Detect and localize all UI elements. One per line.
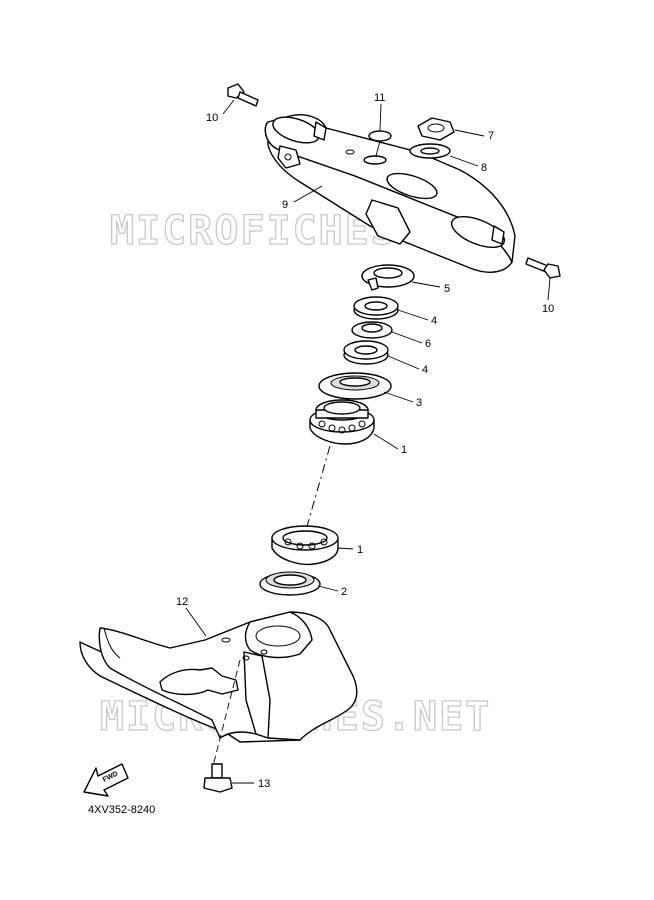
part-10-bolt-lower[interactable] (525, 257, 561, 279)
part-4-ring-nut-upper[interactable] (353, 296, 399, 320)
callout-4-upper: 4 (431, 315, 437, 327)
fwd-arrow-icon: FWD (83, 763, 129, 797)
part-9-upper-bracket[interactable] (264, 112, 516, 273)
part-5-lock-washer[interactable] (361, 264, 415, 291)
part-7-nut[interactable] (417, 117, 455, 141)
callout-10-lower: 10 (542, 303, 554, 315)
callout-6: 6 (425, 338, 431, 350)
callout-5: 5 (444, 283, 450, 295)
part-1-bearing-lower[interactable] (271, 525, 339, 566)
diagram-code: 4XV352-8240 (88, 804, 155, 816)
part-11-washer[interactable] (363, 130, 392, 165)
part-8-washer[interactable] (409, 143, 451, 159)
callout-12: 12 (176, 596, 188, 608)
part-13-bolt[interactable] (203, 763, 233, 793)
callout-9: 9 (282, 199, 288, 211)
callout-1-upper: 1 (401, 444, 407, 456)
callout-3: 3 (416, 397, 422, 409)
callout-7: 7 (488, 130, 494, 142)
callout-10-upper: 10 (206, 112, 218, 124)
part-6-rubber-washer[interactable] (351, 321, 393, 339)
callout-8: 8 (481, 162, 487, 174)
bolt-13-guide-line (211, 659, 241, 771)
callout-11: 11 (374, 92, 385, 104)
callout-13: 13 (258, 778, 270, 790)
part-2-seal[interactable] (259, 571, 321, 596)
steering-axis-line (305, 445, 331, 531)
part-12-under-bracket[interactable] (79, 611, 358, 743)
callout-2: 2 (341, 586, 347, 598)
leader-lines (185, 99, 551, 784)
part-4-ring-nut-lower[interactable] (343, 340, 389, 365)
part-3-dust-cover[interactable] (318, 372, 392, 400)
part-10-bolt-upper[interactable] (227, 83, 259, 107)
part-1-bearing-upper[interactable] (309, 399, 375, 445)
callout-1-lower: 1 (357, 544, 363, 556)
callout-4-lower: 4 (422, 364, 428, 376)
